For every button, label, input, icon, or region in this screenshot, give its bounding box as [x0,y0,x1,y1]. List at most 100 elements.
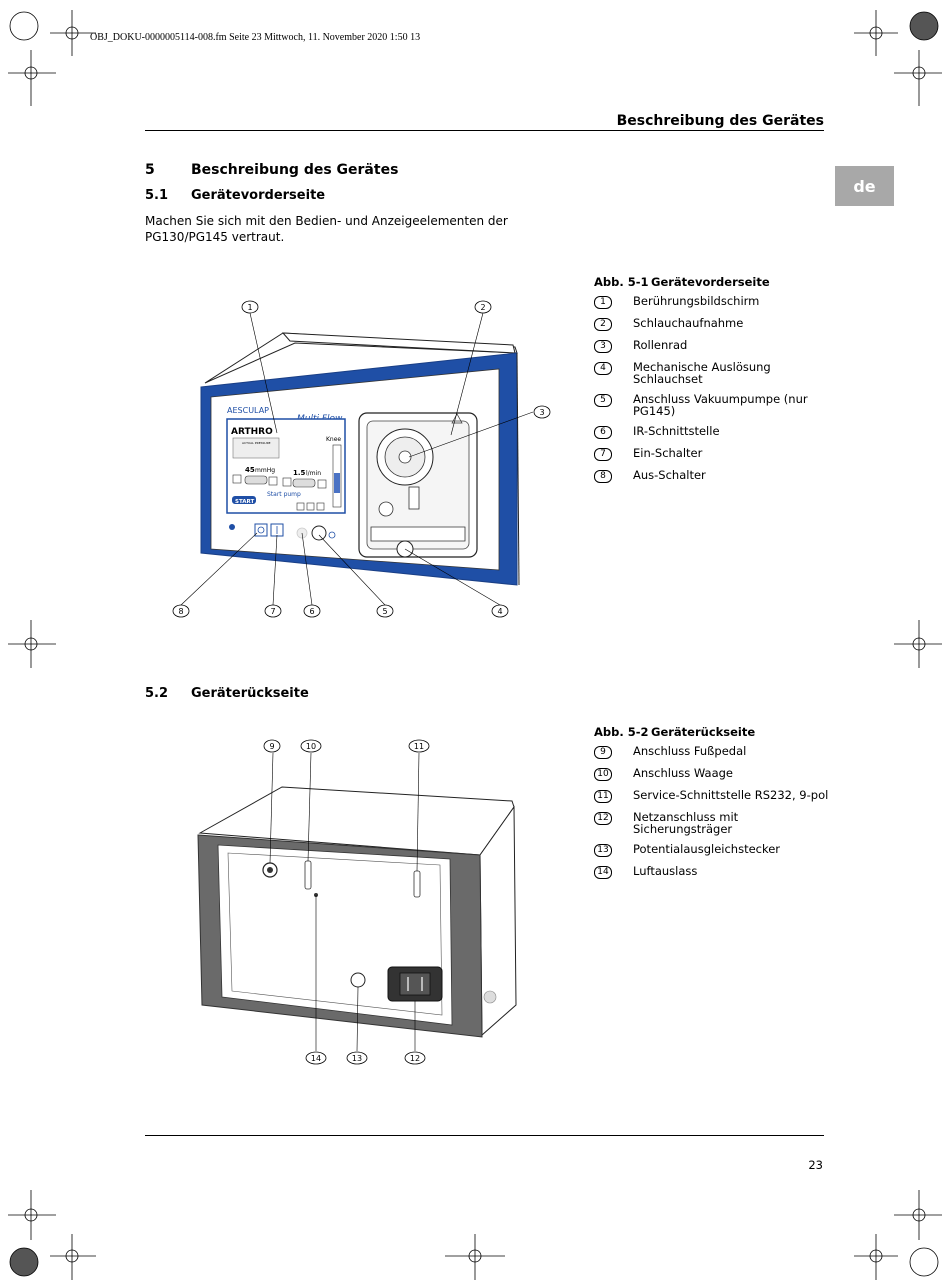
legend-item: 7 Ein-Schalter [594,447,834,461]
callout-bubbles: 1 2 3 4 5 6 7 8 [172,300,551,618]
legend-text: Anschluss Waage [633,766,733,780]
power-buttons [229,523,336,541]
running-header: Beschreibung des Gerätes [616,113,824,129]
callout-5: 5 [382,607,387,616]
legend-item: 9 Anschluss Fußpedal [594,745,834,759]
callout-number: 7 [594,448,612,461]
callout-6: 6 [309,607,314,616]
legend-item: 5 Anschluss Vakuumpumpe (nur PG145) [594,393,834,417]
legend-item: 14 Luftauslass [594,865,834,879]
brand-logo: AESCULAP [227,406,269,415]
pump-head [358,412,478,558]
pressure-unit: mmHg [255,467,275,474]
subsection-heading-front: 5.1 Gerätevorderseite [145,188,325,203]
page-number: 23 [808,1158,823,1172]
callout-4: 4 [497,607,502,616]
legend-text: Schlauchaufnahme [633,316,744,330]
callout-number: 2 [594,318,612,331]
legend-text: Service-Schnittstelle RS232, 9-pol [633,788,829,802]
subsection-number: 5.1 [145,188,169,203]
subsection-number: 5.2 [145,686,169,701]
legend-text: Mechanische Auslösung Schlauchset [633,360,771,386]
footer-rule [145,1135,824,1136]
document-slug: OBJ_DOKU-0000005114-008.fm Seite 23 Mitt… [90,32,421,43]
legend-text: IR-Schnittstelle [633,424,720,438]
legend-text: Berührungsbildschirm [633,294,760,308]
intro-paragraph: Machen Sie sich mit den Bedien- und Anze… [145,214,508,244]
callout-14: 14 [311,1054,321,1063]
legend-text: Netzanschluss mit Sicherungsträger [633,810,739,836]
callout-number: 11 [594,790,612,803]
legend-item: 10 Anschluss Waage [594,767,834,781]
callout-7: 7 [270,607,275,616]
header-rule [145,130,824,131]
callout-number: 14 [594,866,612,879]
section-title: Beschreibung des Gerätes [191,162,399,178]
callout-lines [180,312,534,606]
legend-item: 13 Potentialausgleichstecker [594,843,834,857]
section-number: 5 [145,162,155,178]
legend-item: 6 IR-Schnittstelle [594,425,834,439]
figure1-device-front: AESCULAP Multi Flow ARTHRO Knee ACTUAL P… [172,300,551,618]
callout-number: 13 [594,844,612,857]
callout-2: 2 [480,303,485,312]
callout-number: 4 [594,362,612,375]
legend-item: 3 Rollenrad [594,339,834,353]
callout-number: 10 [594,768,612,781]
legend-item: 2 Schlauchaufnahme [594,317,834,331]
callout-number: 8 [594,470,612,483]
figure1-title: Gerätevorderseite [651,275,770,289]
figure2-title: Geräterückseite [651,725,756,739]
callout-13: 13 [352,1054,362,1063]
figure2-device-rear: 9 10 11 12 13 14 [197,739,517,1065]
legend-text: Rollenrad [633,338,688,352]
flow-unit: l/min [306,470,321,477]
legend-item: 8 Aus-Schalter [594,469,834,483]
callout-number: 3 [594,340,612,353]
legend-text: Luftauslass [633,864,698,878]
callout-number: 1 [594,296,612,309]
figure2-number: Abb. 5-2 [594,725,649,739]
callout-number: 5 [594,394,612,407]
legend-item: 1 Berührungsbildschirm [594,295,834,309]
legend-text: Ein-Schalter [633,446,703,460]
callout-1: 1 [247,303,252,312]
callout-3: 3 [539,408,544,417]
callout-8: 8 [178,607,183,616]
callout-9: 9 [269,742,274,751]
pressure-value: 45 [245,466,255,474]
rear-callout-lines [269,752,420,1052]
section-heading: 5 Beschreibung des Gerätes [145,162,398,178]
subsection-title: Gerätevorderseite [191,188,326,203]
flow-value: 1.5 [293,469,306,477]
subsection-heading-rear: 5.2 Geräterückseite [145,686,309,701]
legend-item: 11 Service-Schnittstelle RS232, 9-pol [594,789,834,803]
start-button-label: START [235,499,255,505]
subsection-title: Geräterückseite [191,686,309,701]
callout-number: 9 [594,746,612,759]
language-tab: de [835,166,894,206]
screen-mode: Knee [326,436,341,443]
callout-10: 10 [306,742,316,751]
legend-text: Anschluss Fußpedal [633,744,747,758]
legend-text: Potentialausgleichstecker [633,842,781,856]
legend-item: 12 Netzanschluss mit Sicherungsträger [594,811,834,835]
start-pump-label: Start pump [267,491,301,498]
legend-text: Aus-Schalter [633,468,706,482]
callout-12: 12 [410,1054,420,1063]
legend-item: 4 Mechanische Auslösung Schlauchset [594,361,834,385]
callout-number: 12 [594,812,612,825]
callout-number: 6 [594,426,612,439]
device-rear-body [197,786,517,1038]
callout-11: 11 [414,742,424,751]
rear-callout-bubbles: 9 10 11 12 13 14 [263,739,430,1065]
screen-label: ACTUAL PRESSURE [242,441,271,445]
screen-title: ARTHRO [231,427,273,437]
figure1-number: Abb. 5-1 [594,275,649,289]
legend-text: Anschluss Vakuumpumpe (nur PG145) [633,392,808,418]
